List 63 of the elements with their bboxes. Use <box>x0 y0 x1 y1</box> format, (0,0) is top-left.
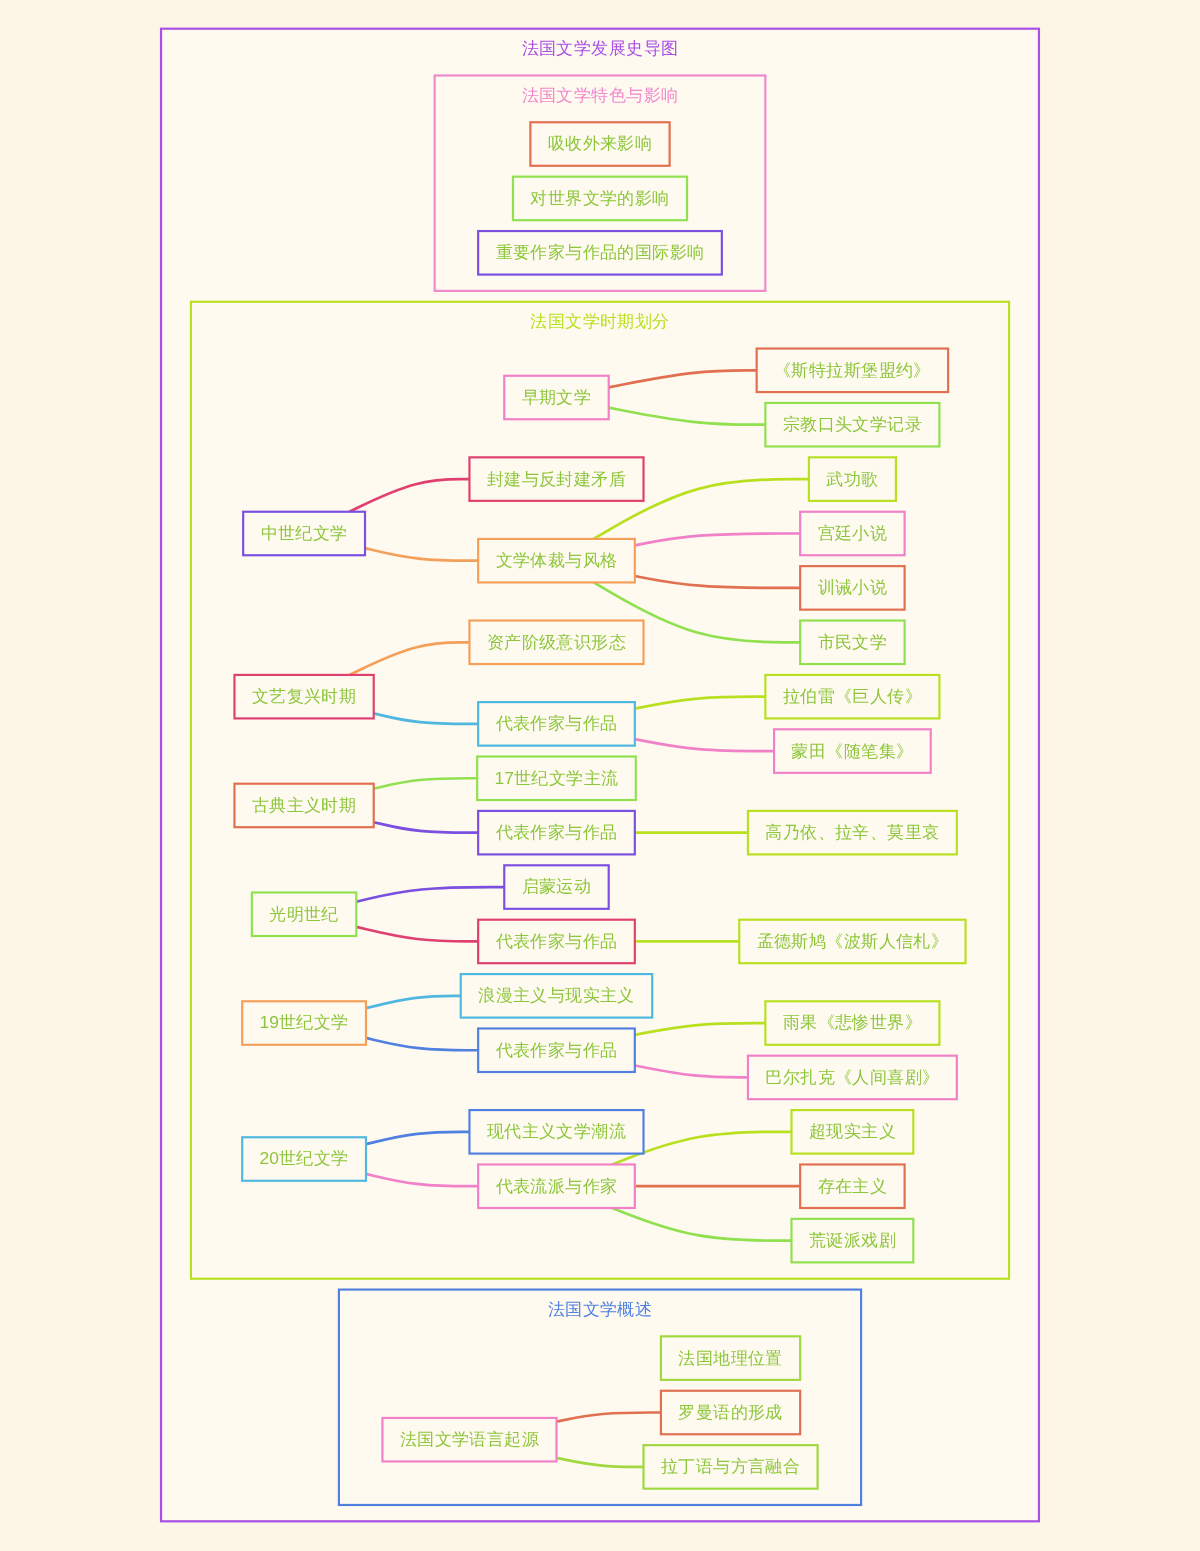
node-box: 19世纪文学 <box>241 1000 368 1046</box>
node-box: 文艺复兴时期 <box>233 673 375 720</box>
node-box: 存在主义 <box>799 1163 906 1210</box>
connector <box>634 737 775 753</box>
node-box: 孟德斯鸠《波斯人信札》 <box>738 918 967 965</box>
node-box: 拉丁语与方言融合 <box>642 1444 819 1490</box>
node-box: 启蒙运动 <box>503 864 610 910</box>
node-box: 现代主义文学潮流 <box>468 1109 645 1155</box>
node-box: 高乃依、拉辛、莫里哀 <box>746 809 958 856</box>
connector <box>365 994 461 1010</box>
node-box: 光明世纪 <box>250 891 358 938</box>
node-box: 代表作家与作品 <box>477 701 636 747</box>
node-box: 文学体裁与风格 <box>477 537 636 584</box>
node-box: 宗教口头文学记录 <box>764 401 941 448</box>
connector <box>373 712 479 726</box>
connector <box>373 776 478 791</box>
node-box: 17世纪文学主流 <box>476 755 637 802</box>
connector <box>556 1456 644 1469</box>
connector <box>634 532 801 547</box>
connector <box>365 1172 479 1188</box>
connector <box>356 885 505 904</box>
node-box: 法国地理位置 <box>659 1335 802 1381</box>
connector <box>634 940 740 943</box>
node-box: 封建与反封建矛盾 <box>468 456 645 502</box>
node-box: 罗曼语的形成 <box>659 1389 802 1436</box>
node-box: 浪漫主义与现实主义 <box>459 973 654 1019</box>
connector <box>608 406 766 427</box>
connector <box>608 368 757 389</box>
node-box: 法国文学语言起源 <box>381 1416 558 1463</box>
node-box: 重要作家与作品的国际影响 <box>477 229 723 276</box>
connector <box>634 831 748 834</box>
node-box: 巴尔扎克《人间喜剧》 <box>746 1054 958 1101</box>
node-box: 《斯特拉斯堡盟约》 <box>755 347 950 394</box>
node-box: 代表作家与作品 <box>477 1027 636 1074</box>
node-box: 训诫小说 <box>799 565 906 611</box>
connector <box>365 1130 470 1146</box>
node-box: 荒诞派戏剧 <box>790 1217 915 1264</box>
node-box: 中世纪文学 <box>242 510 367 557</box>
node-box: 市民文学 <box>799 619 906 666</box>
connector <box>556 1411 661 1423</box>
connector <box>634 1064 748 1079</box>
node-box: 武功歌 <box>807 456 897 502</box>
node-box: 吸收外来影响 <box>529 121 671 167</box>
node-box: 蒙田《随笔集》 <box>772 728 932 774</box>
node-box: 早期文学 <box>503 374 610 421</box>
node-box: 宫廷小说 <box>799 510 906 557</box>
node-box: 代表作家与作品 <box>477 809 636 856</box>
connector <box>634 574 801 590</box>
connector <box>356 925 479 943</box>
node-box: 古典主义时期 <box>233 782 375 829</box>
connector <box>365 1036 479 1052</box>
node-box: 代表作家与作品 <box>477 918 636 965</box>
connector <box>373 820 479 834</box>
connector <box>634 1184 801 1188</box>
node-box: 20世纪文学 <box>241 1136 368 1182</box>
connector <box>634 1021 766 1037</box>
connector <box>634 695 766 710</box>
node-box: 超现实主义 <box>790 1109 915 1155</box>
node-box: 雨果《悲惨世界》 <box>764 1000 941 1046</box>
node-box: 对世界文学的影响 <box>511 175 689 222</box>
node-box: 代表流派与作家 <box>477 1163 636 1210</box>
node-box: 资产阶级意识形态 <box>468 619 645 666</box>
node-box: 拉伯雷《巨人传》 <box>764 673 941 720</box>
